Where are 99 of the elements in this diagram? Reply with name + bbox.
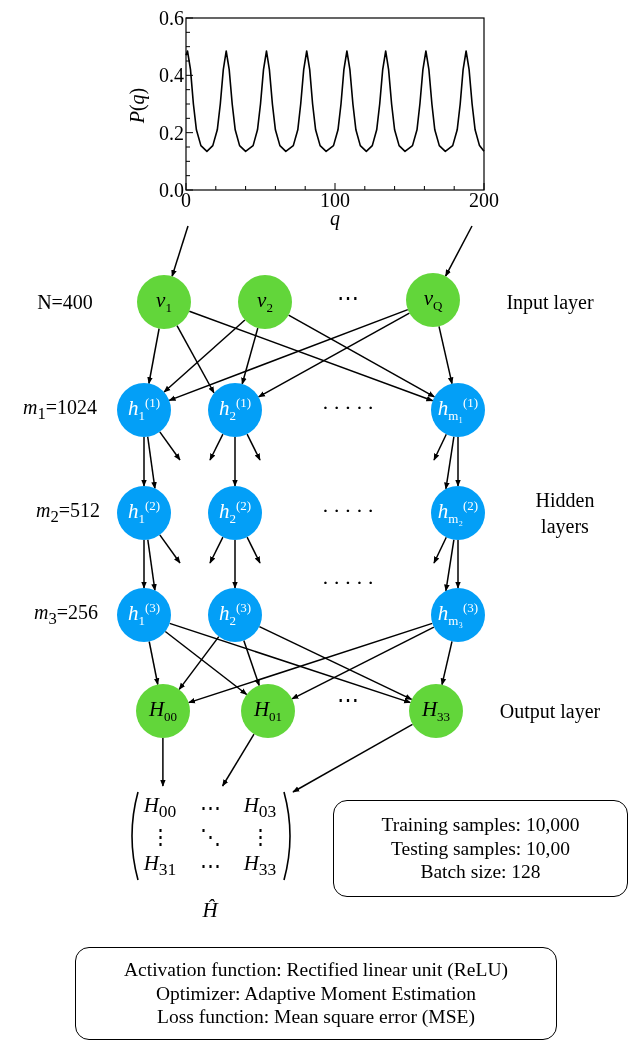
layer-size-label: N=400	[37, 292, 93, 312]
info-text: Activation function: Rectified linear unit (ReLU)	[124, 957, 508, 982]
arrow	[148, 640, 160, 686]
neuron-circle	[208, 383, 262, 437]
neuron-circle	[117, 486, 171, 540]
arrow	[258, 625, 413, 701]
arrow	[444, 538, 455, 592]
axis-label: q	[330, 208, 340, 228]
info-box	[75, 947, 557, 1040]
arrow	[209, 536, 224, 564]
tick-label: 200	[469, 190, 499, 210]
arrow	[232, 539, 238, 589]
neuron-circle	[208, 486, 262, 540]
arrow	[243, 639, 260, 687]
arrow	[171, 225, 189, 278]
layer-size-label: m$_{1}$=1024	[22, 397, 98, 423]
matrix-entry: ⋮	[249, 826, 271, 848]
arrow	[455, 539, 461, 589]
layer-label: Output layer	[499, 701, 601, 721]
arrow	[433, 433, 448, 461]
tick-label: 100	[320, 190, 350, 210]
arrow	[163, 319, 246, 393]
neuron-circle	[241, 684, 295, 738]
layer-size-label: m$_{2}$=512	[35, 500, 101, 526]
neuron-circle	[431, 383, 485, 437]
arrow	[168, 308, 409, 402]
info-text: Batch size: 128	[420, 860, 541, 885]
matrix-entry: ⋯	[199, 797, 221, 819]
neuron-label: v$_{Q}$	[423, 285, 443, 315]
matrix-entry: H$_{33}$	[243, 853, 277, 879]
arrow	[147, 327, 160, 385]
arrow	[287, 314, 436, 398]
layer-label: Hidden layers	[534, 488, 596, 539]
arrow	[159, 534, 181, 564]
ellipsis: ·····	[321, 397, 379, 419]
info-text: Loss function: Mean square error (MSE)	[157, 1005, 475, 1030]
arrow	[246, 536, 261, 564]
arrow	[241, 327, 259, 385]
arrow	[146, 435, 157, 490]
arrow	[246, 433, 261, 461]
arrow	[440, 640, 453, 686]
ellipsis: ·····	[321, 572, 379, 594]
arrow	[433, 536, 448, 564]
neuron-label: H$_{00}$	[148, 696, 178, 726]
neuron-circle	[431, 588, 485, 642]
arrow	[164, 630, 248, 696]
layer-size-label: m$_{3}$=256	[33, 602, 99, 628]
arrow	[292, 723, 414, 793]
neuron-label: v$_{1}$	[156, 287, 172, 317]
arrow	[168, 622, 412, 704]
neuron-label: H$_{01}$	[253, 696, 283, 726]
neuron-circle	[409, 684, 463, 738]
info-box	[333, 800, 628, 897]
arrow	[455, 436, 461, 487]
matrix-entry: H$_{00}$	[143, 795, 177, 821]
arrow	[141, 539, 147, 589]
arrow	[232, 436, 238, 487]
tick-label: 0.4	[159, 64, 184, 88]
neuron-circle	[238, 275, 292, 329]
ellipsis: ⋯	[337, 689, 363, 711]
arrow	[159, 431, 181, 461]
neuron-circle	[117, 383, 171, 437]
neuron-circle	[136, 684, 190, 738]
arrow	[176, 324, 215, 394]
info-text: Optimizer: Adaptive Moment Estimation	[155, 981, 477, 1006]
ellipsis: ⋯	[337, 287, 363, 309]
matrix-entry: ⋱	[199, 826, 221, 848]
arrow	[444, 435, 455, 490]
arrow	[291, 626, 435, 700]
matrix-entry: H$_{31}$	[143, 853, 177, 879]
arrow	[209, 433, 224, 461]
axis-label: P(q)	[126, 87, 150, 124]
neuron-circle	[208, 588, 262, 642]
info-text: Training samples: 10,000	[381, 812, 580, 837]
tick-label: 0.2	[159, 121, 184, 145]
arrow	[187, 622, 434, 704]
arrow	[147, 538, 157, 592]
ellipsis: ·····	[321, 500, 379, 522]
matrix-entry: H$_{03}$	[243, 795, 277, 821]
neuron-label: v$_{2}$	[257, 287, 273, 317]
neuron-circle	[137, 275, 191, 329]
arrow	[438, 325, 454, 385]
layer-label: Input layer	[506, 292, 594, 312]
neuron-circle	[117, 588, 171, 642]
neuron-circle	[431, 486, 485, 540]
arrow	[141, 436, 147, 487]
matrix-entry: ⋮	[149, 826, 171, 848]
arrow	[257, 312, 411, 398]
arrow	[444, 225, 473, 277]
neuron-label: H$_{33}$	[421, 696, 451, 726]
matrix-entry: ⋯	[199, 855, 221, 877]
info-text: Testing samples: 10,00	[391, 836, 570, 861]
arrow	[221, 733, 255, 787]
matrix-symbol: Ĥ	[202, 899, 218, 921]
arrow	[188, 310, 434, 402]
arrow	[178, 635, 220, 691]
neuron-circle	[406, 273, 460, 327]
tick-label: 0.6	[159, 7, 184, 30]
arrow	[160, 737, 166, 787]
